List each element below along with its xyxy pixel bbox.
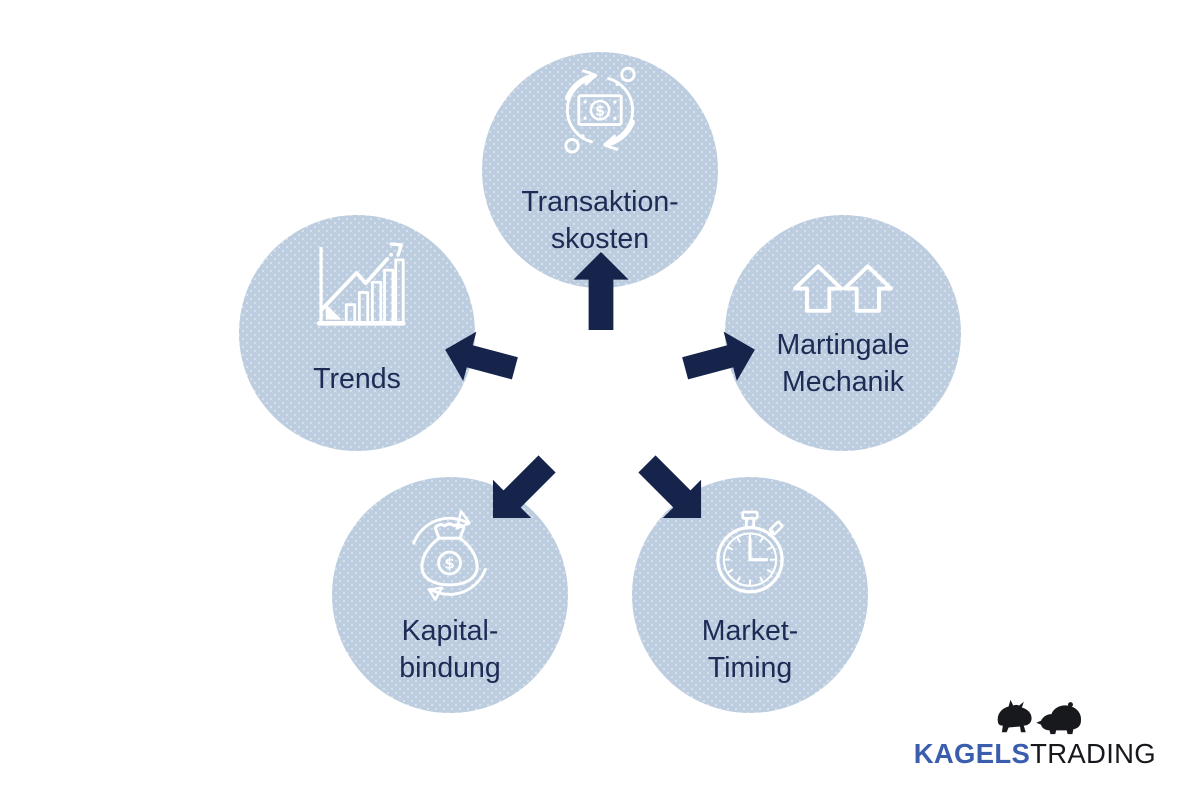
money-bag-cycle-icon: $ bbox=[412, 509, 487, 601]
svg-text:$: $ bbox=[595, 103, 605, 119]
label-line: bindung bbox=[399, 652, 501, 684]
label-line: Martingale bbox=[776, 329, 910, 361]
node-trends: Trends bbox=[239, 215, 475, 451]
svg-text:$: $ bbox=[444, 555, 455, 573]
bull-and-bear-icon bbox=[997, 699, 1081, 735]
money-cycle-icon-wrap: $ bbox=[482, 60, 718, 166]
arrow-to-market-timing bbox=[638, 455, 702, 519]
stopwatch-icon-wrap bbox=[632, 501, 868, 600]
node-transaktionskosten: $ Transaktion- skosten bbox=[482, 52, 718, 288]
node-label-martingale: Martingale Mechanik bbox=[725, 327, 961, 401]
growth-chart-icon bbox=[316, 242, 406, 326]
label-line: Timing bbox=[707, 652, 793, 684]
node-label-trends: Trends bbox=[239, 361, 475, 398]
money-bag-cycle-icon-wrap: $ bbox=[332, 503, 568, 603]
label-line: Trends bbox=[313, 363, 401, 395]
node-martingale-mechanik: Martingale Mechanik bbox=[725, 215, 961, 451]
arrow-to-kapitalbindung bbox=[492, 455, 556, 519]
node-label-kapitalbindung: Kapital- bindung bbox=[332, 613, 568, 687]
growth-chart-icon-wrap bbox=[239, 239, 475, 333]
arrow-to-transaktionskosten bbox=[573, 251, 629, 331]
stopwatch-icon bbox=[716, 510, 784, 594]
node-label-transaktionskosten: Transaktion- skosten bbox=[482, 184, 718, 258]
arrow-to-martingale bbox=[682, 331, 755, 381]
label-line: Market- bbox=[701, 615, 799, 647]
kagels-trading-logo: KAGELSTRADING bbox=[914, 697, 1156, 770]
label-line: Mechanik bbox=[782, 366, 904, 398]
label-line: skosten bbox=[550, 223, 650, 255]
logo-wordmark: KAGELSTRADING bbox=[914, 738, 1156, 770]
label-line: Transaktion- bbox=[521, 186, 679, 218]
arrow-to-trends bbox=[445, 331, 518, 381]
logo-text-kagels: KAGELS bbox=[913, 738, 1031, 769]
double-up-arrows-icon-wrap bbox=[725, 259, 961, 313]
label-line: Kapital- bbox=[401, 615, 499, 647]
money-cycle-icon: $ bbox=[564, 66, 636, 154]
double-up-arrows-icon bbox=[793, 264, 893, 313]
logo-text-trading: TRADING bbox=[1030, 738, 1156, 769]
node-label-market-timing: Market- Timing bbox=[632, 613, 868, 687]
